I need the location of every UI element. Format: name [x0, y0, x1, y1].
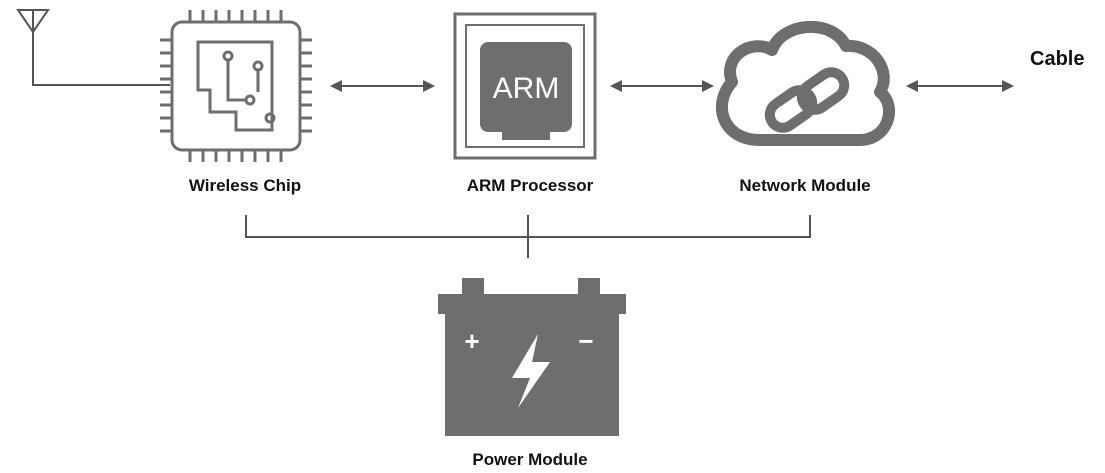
battery-minus-sign: −: [578, 326, 593, 356]
battery-plus-sign: +: [464, 326, 479, 356]
power-module-label: Power Module: [472, 450, 588, 469]
antenna-icon: [16, 9, 170, 86]
wireless-chip-label: Wireless Chip: [188, 176, 302, 195]
cloud-link-icon: [715, 20, 895, 146]
lightning-bolt-icon: [512, 334, 550, 408]
wireless-chip-icon: [160, 10, 312, 162]
arm-processor-label: ARM Processor: [466, 176, 594, 195]
arm-chip-text: ARM: [493, 72, 560, 105]
arm-processor-icon: ARM: [453, 12, 597, 160]
power-bus-connector: [245, 215, 811, 258]
battery-icon: + −: [438, 278, 626, 436]
cable-label: Cable: [1030, 48, 1085, 70]
network-module-label: Network Module: [739, 176, 871, 195]
